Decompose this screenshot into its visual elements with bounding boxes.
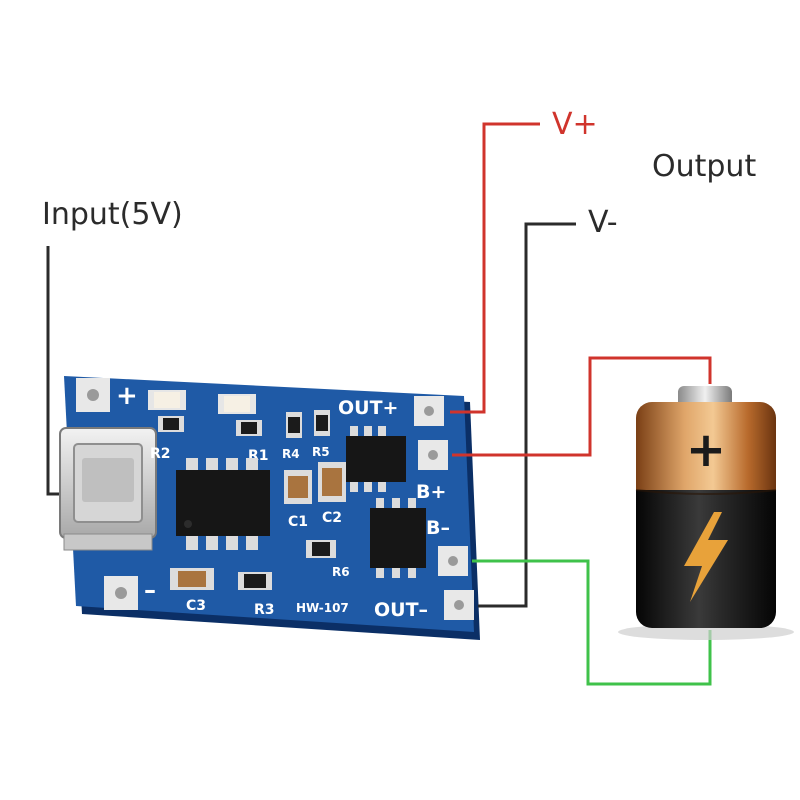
board-model-label: HW-107	[296, 601, 349, 615]
battery: +	[618, 386, 794, 640]
pad-in-minus-hole	[115, 587, 127, 599]
pad-out-plus-label: OUT+	[338, 397, 398, 419]
pad-b-plus-label: B+	[416, 481, 446, 503]
output-vplus-label: V+	[552, 107, 598, 142]
lightning-icon	[684, 512, 728, 602]
battery-minus-wire	[472, 559, 712, 686]
output-vminus-wire	[478, 222, 576, 608]
pad-out-minus-label: OUT–	[374, 599, 428, 621]
battery-plus-symbol: +	[686, 422, 726, 478]
label-r3: R3	[254, 602, 275, 618]
charger-board: + – R2 R1	[59, 376, 480, 640]
label-r2: R2	[150, 446, 171, 462]
label-r6: R6	[332, 565, 350, 579]
protection-ic-bottom	[370, 498, 426, 578]
label-c3: C3	[186, 598, 206, 614]
pad-b-minus-label: B–	[426, 517, 450, 539]
battery-copper-body	[636, 402, 776, 490]
label-c1: C1	[288, 514, 308, 530]
label-r5: R5	[312, 445, 330, 459]
output-vplus-wire	[450, 122, 540, 414]
input-label: Input(5V)	[42, 197, 183, 232]
pad-in-minus-label: –	[144, 576, 156, 604]
output-vminus-label: V-	[588, 205, 618, 240]
output-label: Output	[652, 149, 757, 184]
charger-ic	[176, 458, 270, 550]
label-c2: C2	[322, 510, 342, 526]
pad-in-plus-label: +	[116, 381, 138, 411]
protection-ic-top	[346, 426, 406, 492]
micro-usb-port	[59, 427, 157, 551]
pad-in-plus-hole	[87, 389, 99, 401]
battery-plus-wire	[452, 356, 712, 457]
label-r4: R4	[282, 447, 300, 461]
